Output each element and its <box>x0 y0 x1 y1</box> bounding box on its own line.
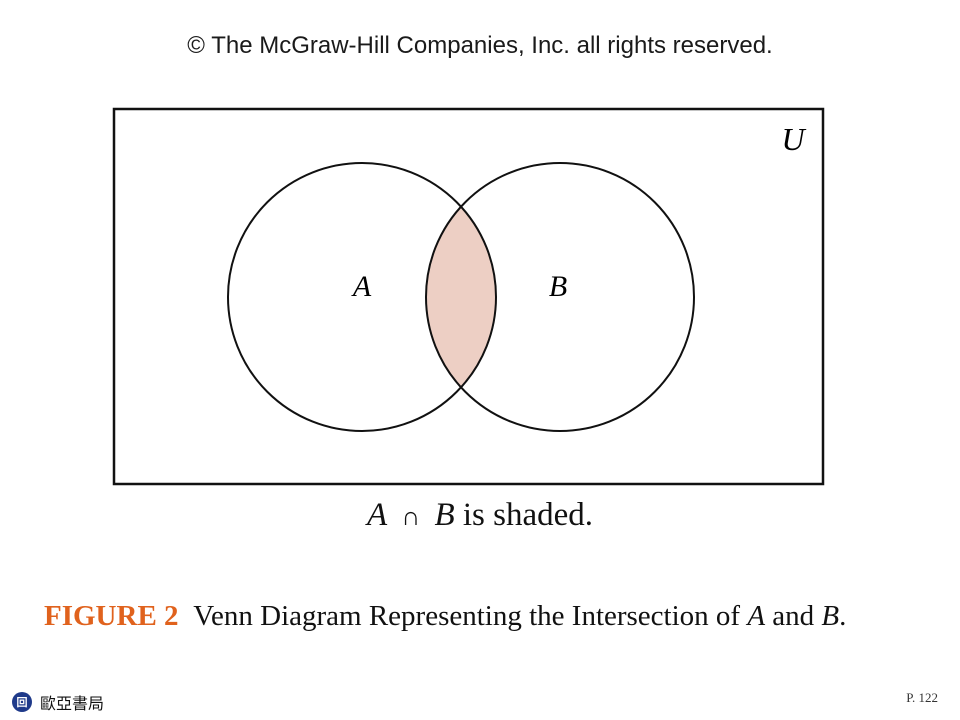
publisher-logo: 回 歐亞書局 <box>12 690 104 714</box>
caption-set-b: B <box>434 497 455 533</box>
shaded-caption: A ∩ B is shaded. <box>0 497 960 534</box>
set-b-label: B <box>549 270 567 303</box>
figure-conj: and <box>772 600 815 632</box>
caption-rest: is shaded. <box>462 497 594 533</box>
set-b-circle <box>425 162 695 432</box>
figure-caption: FIGURE 2 Venn Diagram Representing the I… <box>44 600 846 633</box>
caption-set-a: A <box>366 497 388 533</box>
universe-label: U <box>781 121 806 157</box>
publisher-logo-icon: 回 <box>12 692 32 712</box>
universe-rectangle <box>112 107 825 486</box>
figure-set-a: A <box>747 600 766 632</box>
figure-label: FIGURE 2 <box>44 600 179 632</box>
set-a-circle <box>227 162 497 432</box>
publisher-name: 歐亞書局 <box>40 694 105 713</box>
figure-end: . <box>839 600 847 632</box>
page-number: P. 122 <box>906 690 938 705</box>
figure-text: Venn Diagram Representing the Intersecti… <box>193 600 741 632</box>
copyright-notice: © The McGraw-Hill Companies, Inc. all ri… <box>187 32 773 59</box>
set-a-label: A <box>351 270 372 303</box>
figure-set-b: B <box>821 600 840 632</box>
intersection-symbol: ∩ <box>401 502 421 531</box>
